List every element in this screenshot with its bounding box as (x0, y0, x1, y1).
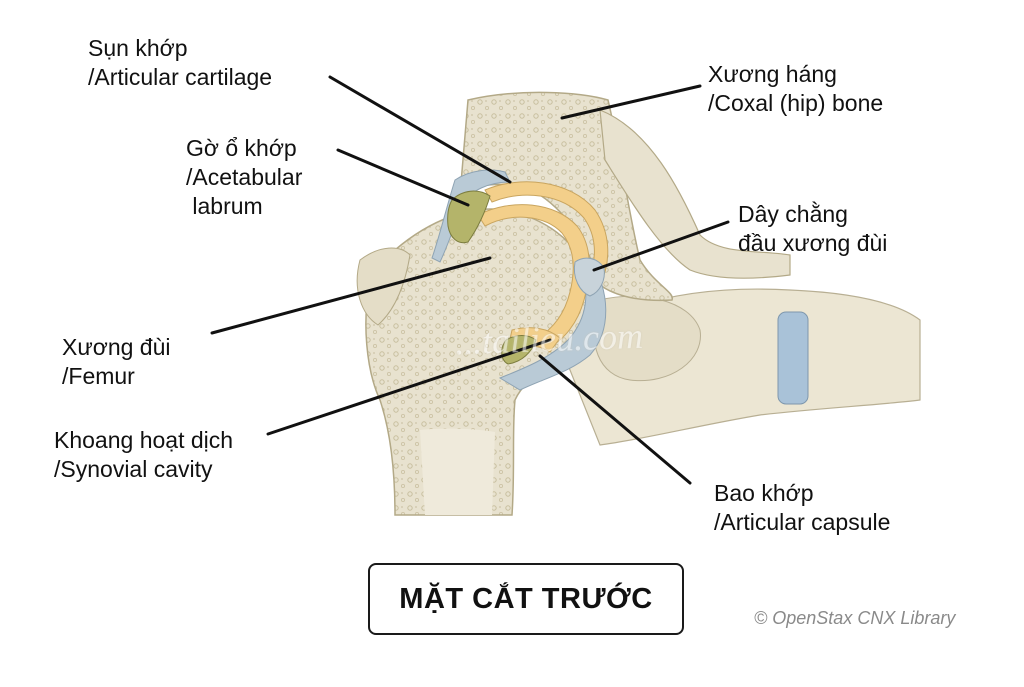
pubic-ramus (599, 109, 791, 279)
femoral-shaft-cortex (420, 428, 495, 515)
label-femur: Xương đùi /Femur (62, 334, 171, 389)
leader-femur (210, 256, 492, 335)
leader-articular-cartilage (328, 75, 512, 184)
section-caption-box: MẶT CẮT TRƯỚC (368, 563, 684, 635)
leader-ligament-head-femur (592, 220, 730, 272)
label-acetabular-labrum: Gờ ổ khớp /Acetabular labrum (186, 135, 303, 219)
leg-band (777, 311, 809, 405)
label-articular-cartilage: Sụn khớp /Articular cartilage (88, 35, 273, 90)
leader-acetabular-labrum (336, 148, 470, 207)
label-ligament-head-femur: Dây chằng đầu xương đùi (738, 201, 888, 256)
inferior-capsule (498, 259, 607, 391)
section-caption: MẶT CẮT TRƯỚC (399, 582, 653, 615)
leader-coxal-bone (560, 84, 702, 120)
label-coxal-bone: Xương háng /Coxal (hip) bone (708, 61, 884, 116)
leader-articular-capsule (538, 354, 692, 485)
acetabular-labrum-shape (447, 190, 491, 244)
label-articular-capsule: Bao khớp /Articular capsule (714, 480, 891, 535)
leader-synovial-cavity (266, 338, 552, 436)
watermark-text: ...tailieu.com (454, 315, 644, 363)
image-credit: © OpenStax CNX Library (754, 608, 956, 628)
label-synovial-cavity: Khoang hoạt dịch /Synovial cavity (54, 427, 234, 482)
leader-lines (210, 75, 730, 485)
femoral-head-cartilage (477, 204, 590, 351)
